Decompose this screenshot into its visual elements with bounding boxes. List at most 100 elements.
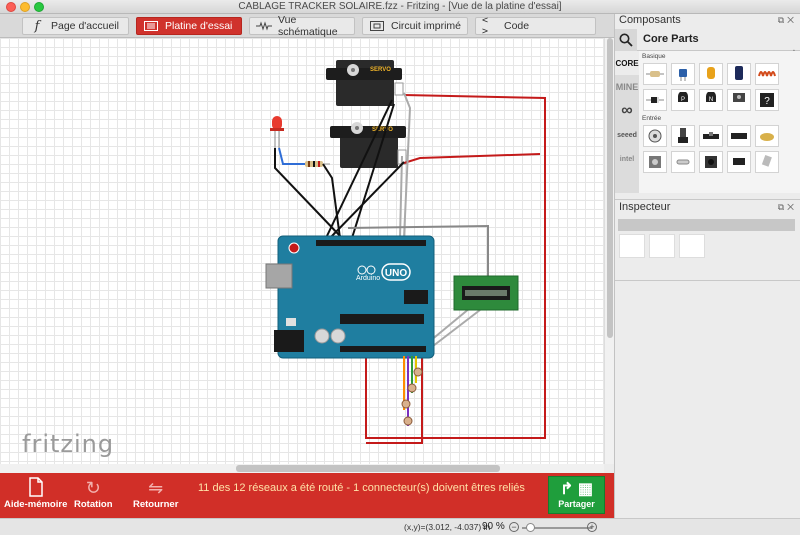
wires <box>274 92 546 444</box>
panel-float-close-icons[interactable]: ⧉✕ <box>777 15 797 25</box>
flip-icon: ⇋ <box>148 478 164 498</box>
red-led[interactable] <box>270 116 284 148</box>
arduino-logo-text: Arduino <box>356 275 380 282</box>
tab-home-label: Page d'accueil <box>51 20 119 32</box>
canvas-vertical-scrollbar[interactable] <box>604 38 614 464</box>
section-basic-label: Basique <box>642 53 666 60</box>
breadboard-canvas[interactable]: SERVO SERVO <box>0 38 604 464</box>
inspector-title-field[interactable] <box>618 219 795 231</box>
parts-grid: Basique P N ? Entrée <box>639 51 800 193</box>
tab-pcb-label: Circuit imprimé <box>391 20 462 32</box>
svg-text:N: N <box>709 97 713 103</box>
part-potentiometer[interactable] <box>643 125 667 147</box>
fritzing-f-icon: f <box>34 18 40 34</box>
inspector-title: Inspecteur <box>619 201 671 213</box>
part-transistor-pnp[interactable]: P <box>671 89 695 111</box>
inspector-float-close-icons[interactable]: ⧉✕ <box>777 202 797 212</box>
part-rotary-pot[interactable] <box>671 125 695 147</box>
bin-core[interactable]: CORE <box>615 51 639 75</box>
part-tilt-sensor[interactable] <box>755 151 779 173</box>
part-diode[interactable] <box>643 89 667 111</box>
photoresistors[interactable] <box>401 356 423 426</box>
part-inductor[interactable] <box>755 63 779 85</box>
rotate-icon: ↻ <box>85 478 101 498</box>
parts-panel-header: Composants ⧉✕ <box>615 14 800 29</box>
arduino-uno-board[interactable]: Arduino UNO <box>265 235 435 359</box>
part-resistor[interactable] <box>643 63 667 85</box>
share-icon: ↱ ▦ <box>560 481 593 498</box>
code-icon: < > <box>482 15 489 37</box>
lcd-module[interactable] <box>453 275 519 311</box>
inspector-separator <box>615 280 800 281</box>
part-slide-switch[interactable] <box>699 125 723 147</box>
note-icon <box>28 477 44 499</box>
part-piezo[interactable] <box>755 125 779 147</box>
tab-code[interactable]: < > Code <box>475 15 596 37</box>
rotate-button[interactable]: ↻ Rotation <box>74 477 113 510</box>
fritzing-logo: fritzing <box>22 430 115 458</box>
tab-breadboard[interactable]: Platine d'essai <box>136 17 242 35</box>
part-electrolytic-capacitor[interactable] <box>727 63 751 85</box>
horizontal-scroll-thumb[interactable] <box>236 465 500 472</box>
uno-label: UNO <box>385 268 407 279</box>
share-button[interactable]: ↱ ▦ Partager <box>548 476 605 514</box>
zoom-in-button[interactable]: + <box>587 522 597 532</box>
vertical-scroll-thumb[interactable] <box>607 38 613 338</box>
servo-motor-1[interactable]: SERVO <box>326 60 404 106</box>
bin-seeed[interactable]: seeed <box>617 131 637 139</box>
search-icon[interactable] <box>615 29 637 51</box>
parts-bins-list: CORE MINE ∞ seeed intel <box>615 51 639 193</box>
inspector-panel-header: Inspecteur ⧉✕ <box>615 201 800 216</box>
tab-schematic-label: Vue schématique <box>278 14 338 38</box>
bin-infinity[interactable]: ∞ <box>621 102 633 119</box>
share-label: Partager <box>558 499 595 509</box>
title-bar: CABLAGE TRACKER SOLAIRE.fzz - Fritzing -… <box>0 0 800 14</box>
parts-search-row: Core Parts ▲ <box>615 29 800 56</box>
pcb-icon <box>369 20 385 32</box>
memo-button[interactable]: Aide-mémoire <box>4 477 67 510</box>
part-tact-switch[interactable] <box>727 151 751 173</box>
canvas-horizontal-scrollbar[interactable] <box>0 464 604 473</box>
bin-intel[interactable]: intel <box>619 155 635 163</box>
bin-mine[interactable]: MINE <box>615 82 639 92</box>
part-reed-switch[interactable] <box>671 151 695 173</box>
window-maximize-button[interactable] <box>34 2 44 12</box>
rotate-label: Rotation <box>74 499 113 510</box>
inspector-breadboard-image <box>619 234 645 258</box>
flip-button[interactable]: ⇋ Retourner <box>133 477 178 510</box>
part-pushbutton[interactable] <box>699 151 723 173</box>
tab-code-label: Code <box>504 20 530 32</box>
memo-label: Aide-mémoire <box>4 499 68 510</box>
routing-status-message[interactable]: 11 des 12 réseaux a été routé - 1 connec… <box>198 482 525 494</box>
section-input-label: Entrée <box>642 115 662 122</box>
zoom-out-button[interactable]: − <box>509 522 519 532</box>
servo-motor-2[interactable]: SERVO <box>330 122 407 168</box>
status-bar: (x,y)=(3.012, -4.037) in 90 % − + <box>0 518 800 535</box>
part-voltage-regulator[interactable] <box>727 89 751 111</box>
tab-breadboard-label: Platine d'essai <box>165 20 233 32</box>
part-transistor-npn[interactable]: N <box>699 89 723 111</box>
svg-text:?: ? <box>764 96 770 107</box>
servo-2-label: SERVO <box>372 127 393 133</box>
breadboard-icon <box>143 20 159 32</box>
inspector-pcb-image <box>679 234 705 258</box>
zoom-slider[interactable] <box>522 527 592 529</box>
part-mystery[interactable]: ? <box>755 89 779 111</box>
bottom-toolbar: Aide-mémoire ↻ Rotation ⇋ Retourner 11 d… <box>0 473 614 518</box>
part-tantalum-capacitor[interactable] <box>699 63 723 85</box>
right-panels: Composants ⧉✕ Core Parts ▲ CORE MINE ∞ s… <box>614 14 800 518</box>
tab-home[interactable]: f Page d'accueil <box>22 17 129 35</box>
tab-pcb[interactable]: Circuit imprimé <box>362 17 468 35</box>
circuit-drawing: SERVO SERVO <box>265 60 546 444</box>
panel-separator <box>615 199 800 200</box>
tab-schematic[interactable]: Vue schématique <box>249 14 355 38</box>
part-stepper-motor[interactable] <box>643 151 667 173</box>
view-tabs: f Page d'accueil Platine d'essai Vue sch… <box>0 14 614 38</box>
part-capacitor[interactable] <box>671 63 695 85</box>
zoom-slider-handle[interactable] <box>526 523 535 532</box>
window-minimize-button[interactable] <box>20 2 30 12</box>
bin-title: Core Parts <box>643 33 699 45</box>
window-close-button[interactable] <box>6 2 16 12</box>
part-dip-switch[interactable] <box>727 125 751 147</box>
servo-1-label: SERVO <box>370 67 391 73</box>
